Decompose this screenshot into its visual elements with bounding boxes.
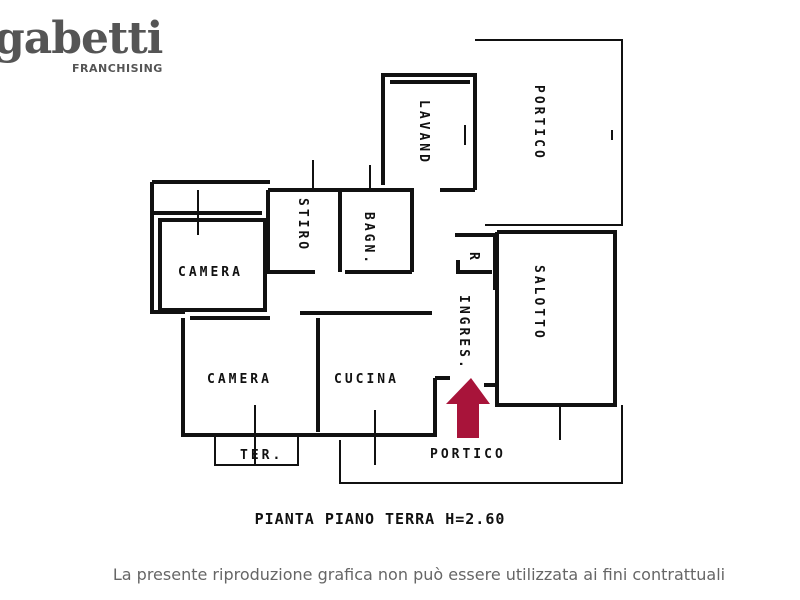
disclaimer-text: La presente riproduzione grafica non può… [112,565,726,584]
room-bagno: BAGN. [361,212,376,266]
portico-bottom-outline [339,405,623,484]
room-ripostiglio: R [466,252,481,263]
plan-title: PIANTA PIANO TERRA H=2.60 [255,510,506,528]
wall [150,182,185,314]
wall [381,73,477,190]
entrance-arrow-icon [446,378,490,438]
wall [181,318,437,437]
thin-lines [197,39,623,484]
logo-wordmark: gabetti [0,13,163,64]
portico-top-outline [475,39,623,226]
wall [456,260,492,274]
room-portico-bottom: PORTICO [430,447,506,462]
wall [268,188,414,272]
room-salotto: SALOTTO [531,265,546,341]
wall [158,218,267,312]
gabetti-logo: gabetti FRANCHISING [0,13,163,84]
wall [495,230,617,407]
room-stiro: STIRO [295,198,310,252]
room-lavanderia: LAVAND [416,100,431,165]
room-camera-1: CAMERA [178,265,243,280]
room-portico-top: PORTICO [531,85,546,161]
wall [266,190,315,274]
room-terrazzo: TER. [240,448,283,463]
logo-subtitle: FRANCHISING [72,62,163,75]
walls [150,73,617,437]
room-cucina: CUCINA [334,372,399,387]
room-ingresso: INGRES. [456,295,471,371]
terrace-outline [214,437,299,466]
room-camera-2: CAMERA [207,372,272,387]
